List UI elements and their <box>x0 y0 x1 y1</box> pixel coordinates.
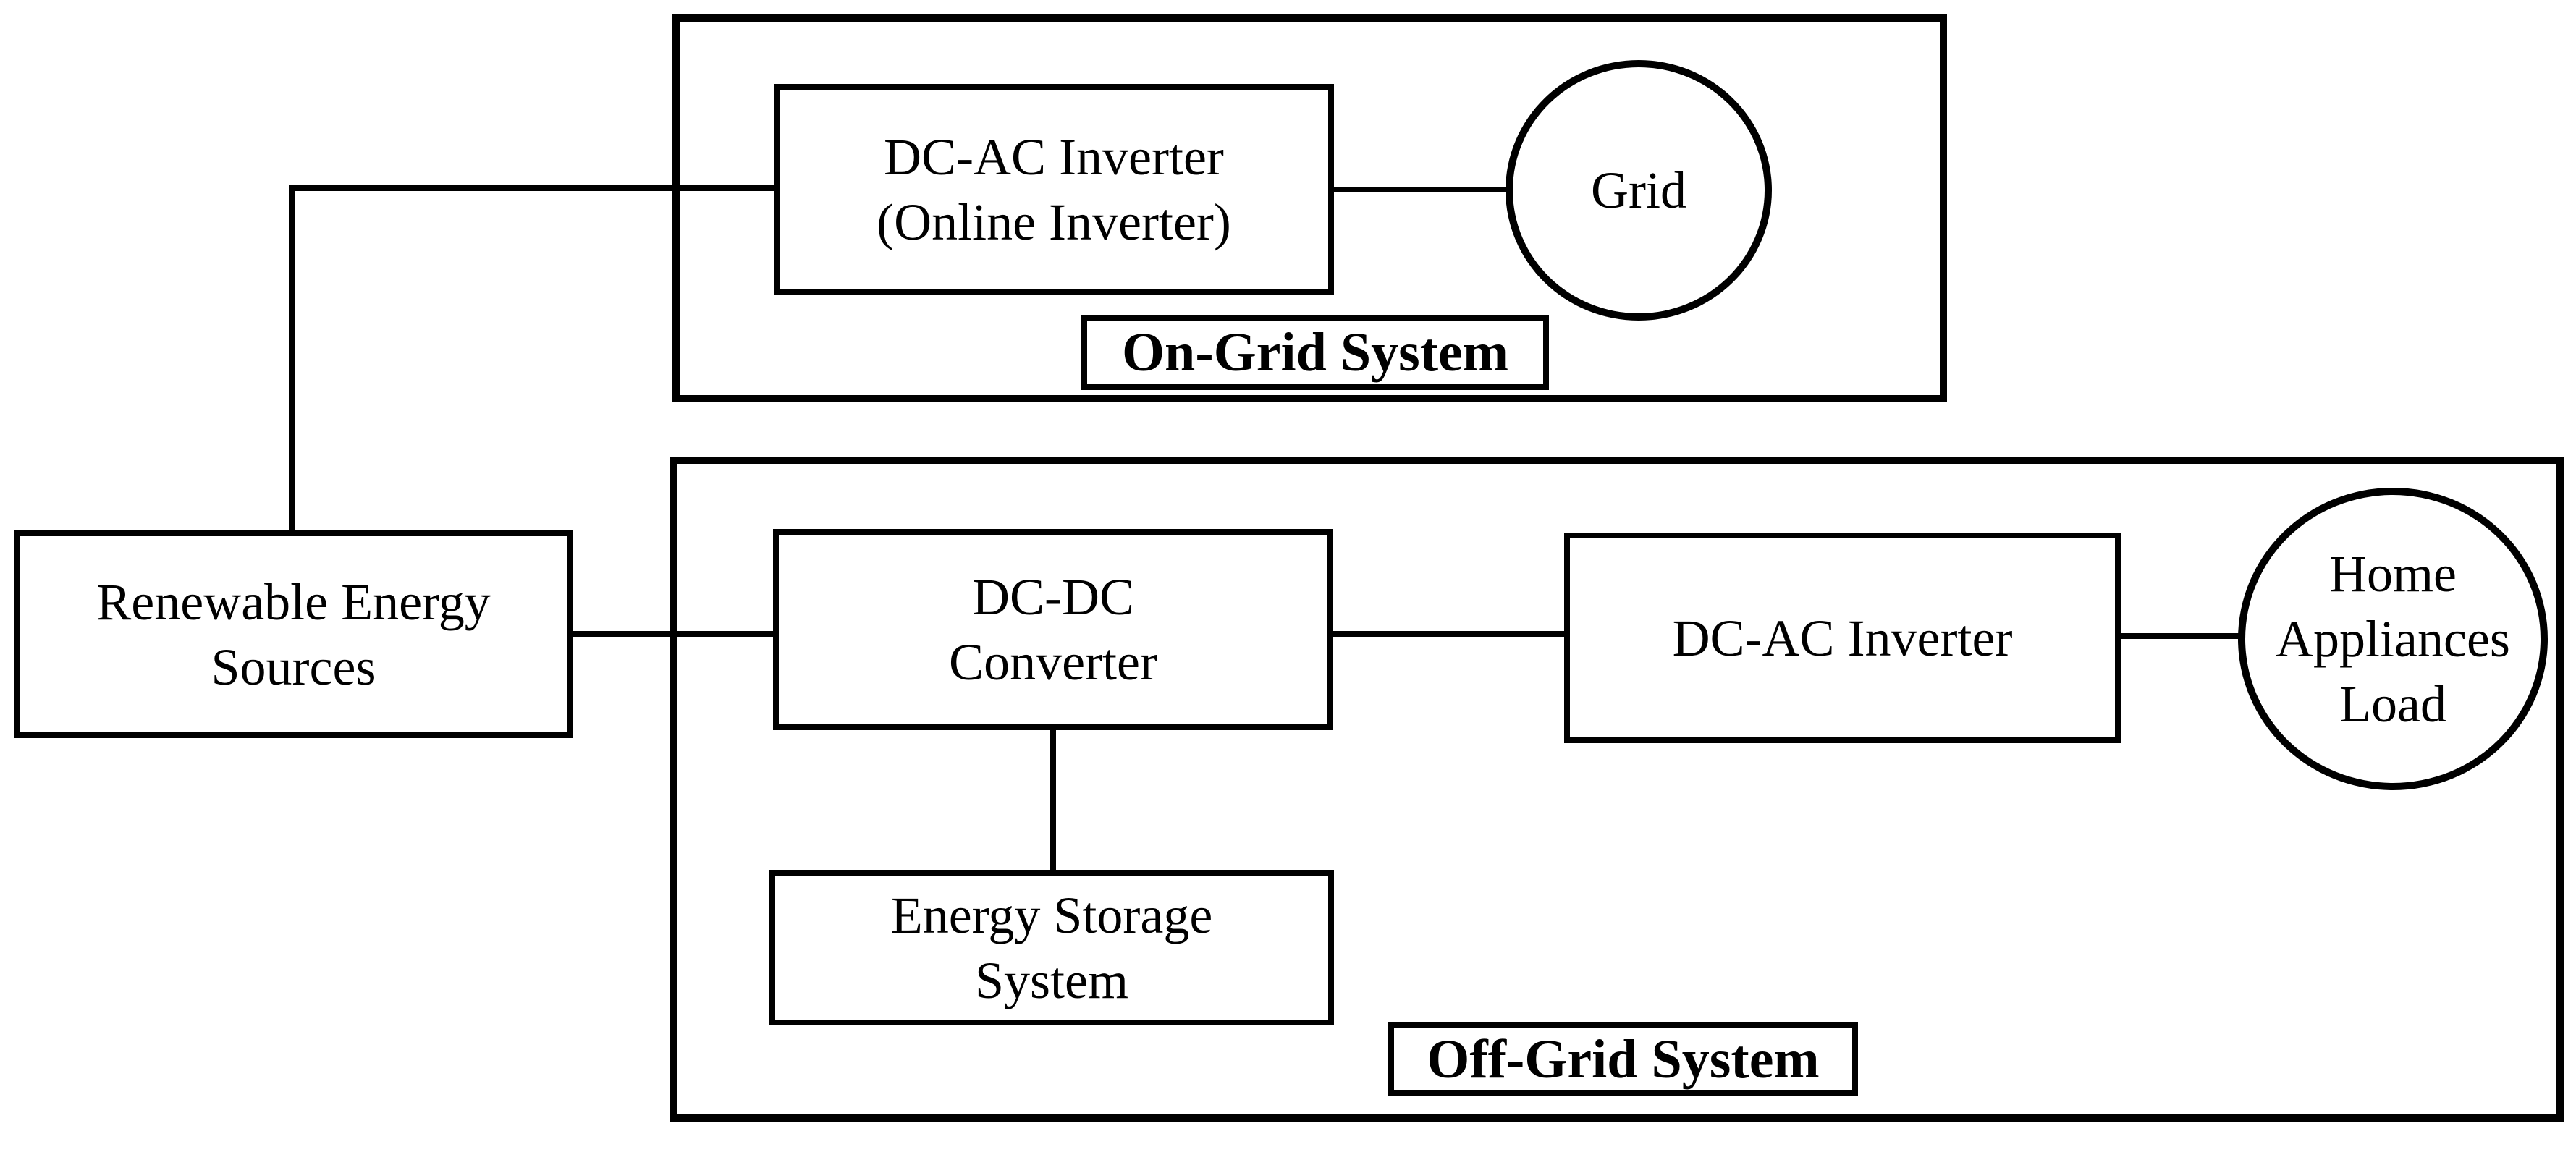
on-grid-system-tag: On-Grid System <box>1081 315 1549 390</box>
renewable-energy-sources-label: Renewable Energy Sources <box>96 572 491 696</box>
dc-ac-inverter-label: DC-AC Inverter <box>1672 609 2013 667</box>
connector-res-to-online-inverter <box>289 185 778 530</box>
energy-storage-system-label: Energy Storage System <box>890 886 1213 1009</box>
energy-storage-system-node: Energy Storage System <box>769 870 1334 1025</box>
grid-label: Grid <box>1591 161 1686 219</box>
on-grid-system-tag-label: On-Grid System <box>1121 322 1509 383</box>
home-appliances-load-node: Home Appliances Load <box>2238 488 2548 790</box>
dc-ac-online-inverter-label: DC-AC Inverter (Online Inverter) <box>877 127 1231 251</box>
off-grid-system-tag: Off-Grid System <box>1388 1022 1858 1096</box>
dc-dc-converter-node: DC-DC Converter <box>773 529 1333 730</box>
renewable-energy-sources-node: Renewable Energy Sources <box>14 530 573 738</box>
home-appliances-load-label: Home Appliances Load <box>2276 545 2510 733</box>
off-grid-system-tag-label: Off-Grid System <box>1427 1028 1820 1090</box>
dc-ac-inverter-node: DC-AC Inverter <box>1564 533 2121 743</box>
dc-dc-converter-label: DC-DC Converter <box>949 568 1157 691</box>
dc-ac-online-inverter-node: DC-AC Inverter (Online Inverter) <box>774 84 1334 295</box>
grid-node: Grid <box>1506 60 1772 321</box>
